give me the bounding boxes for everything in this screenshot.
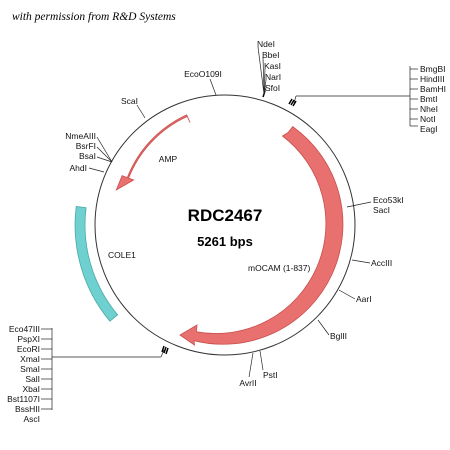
site-label-acciii: AccIII — [371, 258, 392, 268]
svg-text:Bst1107I: Bst1107I — [7, 394, 40, 404]
svg-text:BsrFI: BsrFI — [76, 141, 96, 151]
svg-text:BbeI: BbeI — [262, 50, 280, 60]
site-leader-aari — [338, 289, 356, 300]
svg-text:AscI: AscI — [23, 414, 40, 424]
svg-text:BssHII: BssHII — [15, 404, 40, 414]
site-label-saci: SacI — [373, 205, 390, 215]
svg-text:EagI: EagI — [420, 124, 438, 134]
cole1-feature — [74, 206, 119, 322]
site-leader-avrii — [248, 352, 254, 378]
feature-label-cole1: COLE1 — [108, 250, 136, 260]
svg-text:NotI: NotI — [420, 114, 436, 124]
site-leader-ahdi — [88, 167, 105, 173]
left-cluster-leaders — [96, 136, 113, 163]
site-leader-psti — [259, 350, 264, 371]
svg-text:BmgBI: BmgBI — [420, 64, 446, 74]
svg-text:EcoRI: EcoRI — [17, 344, 40, 354]
svg-text:PspXI: PspXI — [17, 334, 40, 344]
svg-text:NmeAIII: NmeAIII — [65, 131, 96, 141]
site-leader-bglii — [317, 319, 330, 336]
svg-text:KasI: KasI — [264, 61, 281, 71]
site-label-ecoo109i: EcoO109I — [184, 69, 222, 79]
svg-text:BmtI: BmtI — [420, 94, 437, 104]
svg-text:SfoI: SfoI — [265, 83, 280, 93]
site-leader-eco53ki — [346, 201, 372, 208]
site-label-avrii: AvrII — [239, 378, 256, 388]
svg-text:XmaI: XmaI — [20, 354, 40, 364]
plasmid-backbone — [94, 94, 356, 356]
amp-feature-arrow — [115, 114, 191, 191]
svg-text:Eco47III: Eco47III — [9, 324, 40, 334]
feature-label-mocam: mOCAM (1-837) — [248, 263, 311, 273]
top-cluster-leaders — [257, 46, 267, 95]
svg-text:SmaI: SmaI — [20, 364, 40, 374]
svg-text:NarI: NarI — [265, 72, 281, 82]
site-label-aari: AarI — [356, 294, 372, 304]
site-leader-acciii — [351, 259, 371, 264]
site-label-psti: PstI — [263, 370, 278, 380]
svg-text:SalI: SalI — [25, 374, 40, 384]
right-cluster-leaders — [293, 66, 418, 127]
right-cluster-labels: BmgBI HindIII BamHI BmtI NheI NotI EagI — [420, 64, 446, 134]
site-leader-ecoo109i — [209, 78, 217, 96]
top-cluster-labels: NdeI BbeI KasI NarI SfoI — [257, 39, 281, 93]
svg-text:BamHI: BamHI — [420, 84, 446, 94]
site-label-eco53ki: Eco53kI — [373, 195, 404, 205]
mocam-feature-arrow — [179, 126, 344, 346]
permission-credit: with permission from R&D Systems — [12, 11, 176, 23]
svg-text:HindIII: HindIII — [420, 74, 445, 84]
svg-text:XbaI: XbaI — [23, 384, 41, 394]
bottom-left-cluster-labels: Eco47III PspXI EcoRI XmaI SmaI SalI XbaI… — [7, 324, 40, 424]
site-leader-scai — [136, 104, 146, 119]
left-cluster-labels: NmeAIII BsrFI BsaI — [65, 131, 96, 161]
plasmid-name: RDC2467 — [188, 206, 263, 225]
svg-text:NdeI: NdeI — [257, 39, 275, 49]
site-label-bglii: BglII — [330, 331, 347, 341]
site-label-ahdi: AhdI — [70, 163, 88, 173]
svg-text:BsaI: BsaI — [79, 151, 96, 161]
site-label-scai: ScaI — [121, 96, 138, 106]
bottom-left-cluster-leaders — [41, 328, 165, 410]
plasmid-size: 5261 bps — [197, 234, 253, 249]
svg-text:NheI: NheI — [420, 104, 438, 114]
feature-label-amp: AMP — [159, 154, 178, 164]
